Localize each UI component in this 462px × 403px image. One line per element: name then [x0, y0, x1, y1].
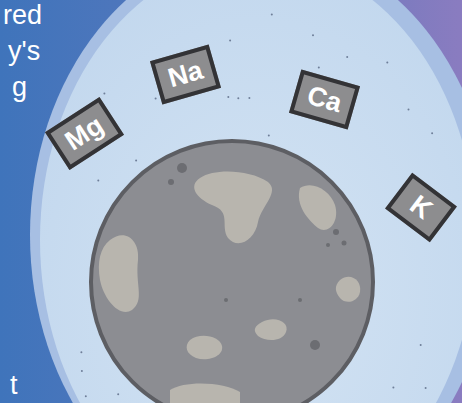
speck [425, 387, 427, 389]
speck [155, 98, 157, 100]
planet [91, 141, 373, 403]
element-box: Mg [44, 96, 123, 169]
text-fragment: g [12, 74, 27, 101]
speck [408, 109, 410, 111]
speck [103, 92, 105, 94]
speck [248, 97, 250, 99]
speck [97, 180, 99, 182]
speck [346, 56, 348, 58]
element-box: Na [149, 44, 220, 104]
planet-patches [99, 172, 360, 403]
speck [117, 393, 119, 395]
exosphere [40, 0, 462, 403]
speck [81, 370, 83, 372]
speck [229, 40, 231, 42]
speck [268, 135, 270, 137]
speck [227, 96, 229, 98]
text-fragment: y's [8, 38, 40, 65]
element-box: Ca [288, 69, 359, 129]
speck [431, 132, 433, 134]
speck [135, 160, 137, 162]
planet-craters [168, 163, 347, 350]
element-symbol: K [405, 190, 437, 223]
speck [318, 66, 320, 68]
speck [80, 351, 82, 353]
speck [312, 34, 314, 36]
element-symbol: Na [165, 56, 206, 91]
speck [237, 97, 239, 99]
speck [386, 62, 388, 64]
outer-ring [30, 0, 462, 403]
element-box: K [385, 172, 457, 242]
text-fragment: red [3, 2, 42, 29]
text-fragment: t [10, 372, 18, 399]
speck [420, 344, 422, 346]
speck [392, 387, 394, 389]
element-symbol: Ca [304, 81, 345, 116]
element-symbol: Mg [60, 111, 107, 155]
speck [271, 14, 273, 16]
speck [85, 395, 87, 397]
